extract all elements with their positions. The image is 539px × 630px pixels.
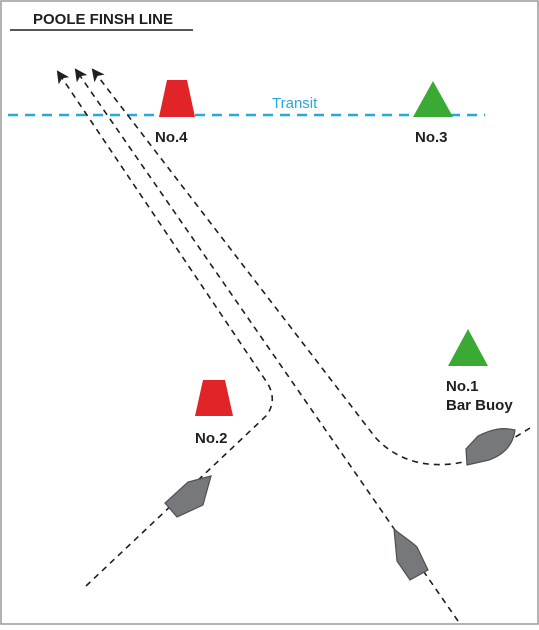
course-line-left: [56, 70, 274, 587]
mark-no4-label: No.4: [155, 129, 188, 146]
transit-line-group: Transit: [8, 95, 485, 117]
boats: [164, 428, 516, 581]
red-can-buoy-icon: [159, 80, 195, 117]
mark-no4: No.4: [155, 80, 195, 146]
transit-label: Transit: [272, 95, 318, 112]
boat-icon: [164, 475, 212, 518]
title-group: POOLE FINSH LINE: [10, 11, 193, 31]
boat-icon: [393, 527, 429, 581]
green-conical-buoy-icon: [413, 81, 453, 117]
diagram-title: POOLE FINSH LINE: [33, 11, 173, 28]
mark-no1-label-line2: Bar Buoy: [446, 397, 513, 414]
green-conical-buoy-icon: [448, 329, 488, 366]
mark-no1: No.1 Bar Buoy: [446, 329, 513, 414]
mark-no2: No.2: [195, 380, 233, 447]
mark-no2-label: No.2: [195, 430, 228, 447]
mark-no1-label-line1: No.1: [446, 378, 479, 395]
boat-icon: [465, 428, 516, 466]
mark-no3: No.3: [413, 81, 453, 146]
red-can-buoy-icon: [195, 380, 233, 416]
mark-no3-label: No.3: [415, 129, 448, 146]
